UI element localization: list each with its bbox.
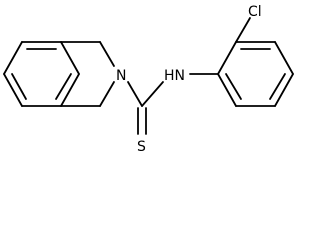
bond [3, 73, 23, 107]
benzo-ring [3, 41, 80, 107]
double-bond-inner [269, 73, 286, 100]
double-bond-inner [11, 73, 27, 100]
structure-canvas: Cl HN N S [3, 4, 294, 155]
bond [99, 81, 115, 107]
bond [99, 41, 115, 67]
bond [217, 41, 237, 75]
piperidine-ring [60, 41, 115, 107]
chemical-structure: Cl HN N S [3, 4, 294, 155]
sulfur-label: S [137, 139, 146, 155]
bond [235, 17, 251, 43]
bond [60, 41, 80, 75]
nh-label: HN [164, 68, 185, 84]
bond [274, 41, 294, 75]
thiourea-group [127, 73, 219, 135]
bond [60, 73, 80, 107]
ring-nitrogen-label: N [116, 68, 126, 84]
chlorine-label: Cl [248, 4, 262, 20]
bond [127, 81, 143, 107]
double-bond-inner [55, 73, 72, 100]
bond [274, 73, 294, 107]
bond [141, 81, 164, 107]
bond [217, 73, 237, 107]
bond [3, 41, 23, 75]
double-bond-inner [225, 73, 242, 100]
chlorophenyl-ring [217, 17, 294, 107]
